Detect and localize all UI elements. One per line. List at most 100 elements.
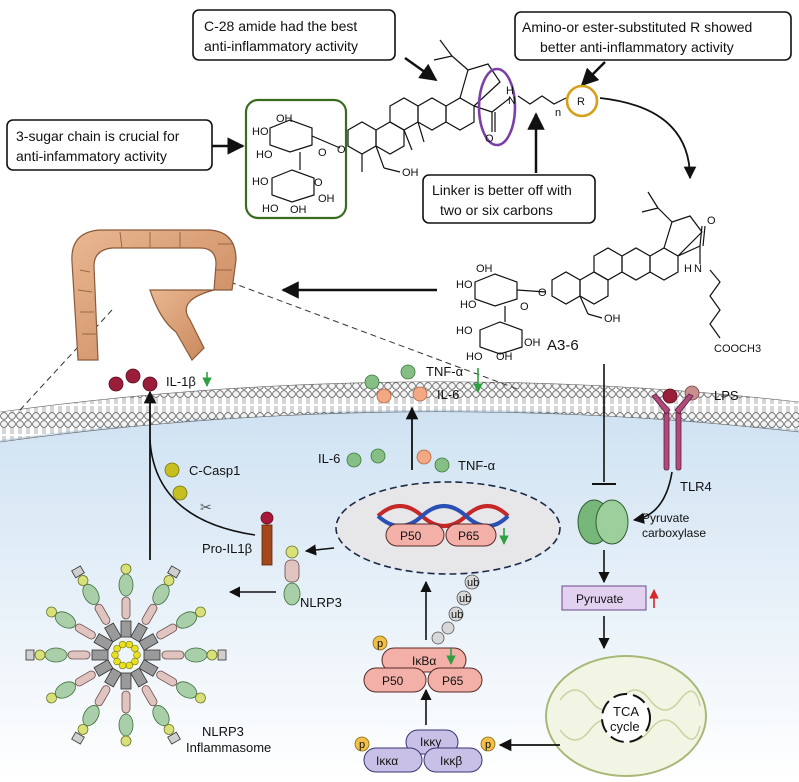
colon-illustration	[71, 229, 237, 361]
chem-h: H	[506, 85, 514, 97]
p65-nucleus-label: P65	[458, 529, 480, 543]
inflammasome-label-line1: NLRP3	[202, 724, 244, 739]
il6-top-label: IL-6	[437, 387, 459, 402]
p65-cyto-label: P65	[442, 674, 464, 688]
inflammasome-label-line2: Inflammasome	[186, 740, 271, 755]
inflammasome-arm	[143, 647, 227, 663]
inflammasome-arm	[130, 667, 181, 745]
pyruvate-carboxylase-line2: carboxylase	[642, 526, 706, 540]
tca-label-line1: TCA	[613, 704, 639, 719]
nlrp3-protein	[283, 545, 301, 606]
il1b-dot-3	[142, 376, 158, 392]
a36-chem-oh-1: OH	[476, 263, 493, 275]
callout-linker-line1: Linker is better off with	[432, 182, 572, 198]
ub-label-1: ub	[451, 609, 463, 621]
chem-o-1: O	[318, 147, 327, 159]
inflammasome-core-dot	[125, 640, 134, 649]
ikkg-label: Iκκγ	[420, 735, 441, 749]
inflammasome-arm	[138, 659, 206, 704]
a36-molecule-structure	[474, 191, 721, 355]
a36-chem-n: N	[694, 263, 702, 275]
ikka-label: Iκκα	[376, 754, 398, 768]
inflammasome-arm	[118, 672, 134, 747]
curved-arrow-to-a36	[599, 97, 697, 180]
chem-n: N	[508, 95, 516, 107]
ikba-label: IκBα	[412, 654, 436, 668]
callout-c28-line2: anti-inflammatory activity	[204, 38, 358, 54]
inflammasome-core-dot	[133, 651, 141, 659]
inflammasome-core-dot	[113, 657, 121, 666]
inflammasome-core-dot	[111, 651, 119, 659]
p50-cyto-label: P50	[382, 674, 404, 688]
pyruvate-carboxylase-line1: Pyruvate	[642, 511, 690, 525]
nlrp3-label: NLRP3	[300, 595, 342, 610]
ikkb-phospho: p	[485, 739, 491, 751]
pyruvate-label: Pyruvate	[576, 592, 624, 606]
ikba-phospho: p	[377, 638, 383, 650]
chem-ho-4: HO	[262, 203, 279, 215]
inflammasome-core-dot	[118, 640, 127, 649]
callout-sugar-chain: 3-sugar chain is crucial for anti-infamm…	[6, 119, 213, 171]
callout-c28-amide: C-28 amide had the best anti-inflammator…	[192, 9, 396, 61]
callout-r-line2: better anti-inflammatory activity	[540, 39, 734, 55]
sugar-highlight-box	[244, 98, 348, 220]
inflammasome-arm	[46, 606, 114, 651]
a36-chem-cooch3: COOCH3	[714, 343, 761, 355]
chem-n-subscript: n	[555, 107, 561, 119]
ikka-phospho: p	[359, 739, 365, 751]
ikkb-label: Iκκβ	[440, 754, 462, 768]
a36-chem-o-2: O	[538, 287, 547, 299]
a36-chem-h: H	[684, 263, 692, 275]
il1b-dot-1	[108, 376, 124, 392]
lead-molecule-structure	[244, 39, 567, 220]
chem-oh-2: OH	[290, 204, 307, 216]
il1b-dot-2	[125, 368, 141, 384]
a36-chem-ho-4: HO	[466, 351, 483, 363]
ikba-nfkb-complex: IκBα P50 P65 p	[363, 635, 483, 693]
p65-nucleus	[445, 523, 497, 547]
inflammasome-arm	[71, 667, 122, 745]
a36-chem-ho-3: HO	[456, 325, 473, 337]
a36-compound-name: A3-6	[547, 337, 579, 354]
p50-nucleus	[385, 523, 445, 547]
chem-r: R	[577, 96, 585, 108]
tlr4-label: TLR4	[680, 479, 712, 494]
c-casp1-dot-2	[172, 485, 188, 501]
callout-c28-line1: C-28 amide had the best	[204, 18, 357, 34]
ikk-complex: Iκκγ Iκκα Iκκβ p p	[354, 729, 496, 773]
a36-chem-ho-2: HO	[460, 299, 477, 311]
a36-chem-ho-1: HO	[456, 279, 473, 291]
ub-label-2: ub	[459, 593, 471, 605]
inflammasome-arm	[71, 565, 122, 643]
a36-chem-oh-2: OH	[496, 351, 513, 363]
a36-chem-o-1: O	[520, 301, 529, 313]
p50-nucleus-label: P50	[400, 529, 422, 543]
chem-o-amide: O	[485, 133, 494, 145]
chem-ho-3: HO	[252, 176, 269, 188]
tca-label-line2: cycle	[610, 719, 640, 734]
chem-ho-1: HO	[252, 126, 269, 138]
dna-strand-red	[376, 504, 510, 528]
zoom-line-right	[229, 281, 521, 391]
amide-highlight-ring	[477, 67, 517, 147]
lps-label: LPS	[714, 388, 739, 403]
chem-o-3: O	[314, 177, 323, 189]
r-group-highlight-ring	[565, 84, 599, 118]
c-casp1-dot-1	[164, 462, 180, 478]
chem-ho-2: HO	[256, 149, 273, 161]
inflammasome-arm	[25, 647, 109, 663]
inflammasome-arm	[130, 565, 181, 643]
tlr4-to-pc-arrow	[632, 471, 673, 524]
il1b-label: IL-1β	[166, 374, 196, 389]
callout-linker: Linker is better off with two or six car…	[422, 174, 596, 224]
callout-sugar-line2: anti-infammatory activity	[16, 148, 167, 164]
chem-oh-4: OH	[402, 167, 419, 179]
inflammasome-core-dot	[131, 657, 139, 666]
tnfa-inner-label: TNF-α	[458, 458, 496, 473]
chem-oh-1: OH	[276, 113, 293, 125]
c-casp1-label: C-Casp1	[189, 463, 240, 478]
pro-il1b-shape	[261, 524, 273, 566]
il6-inner-label: IL-6	[318, 451, 340, 466]
a36-chem-oh-3: OH	[524, 337, 541, 349]
